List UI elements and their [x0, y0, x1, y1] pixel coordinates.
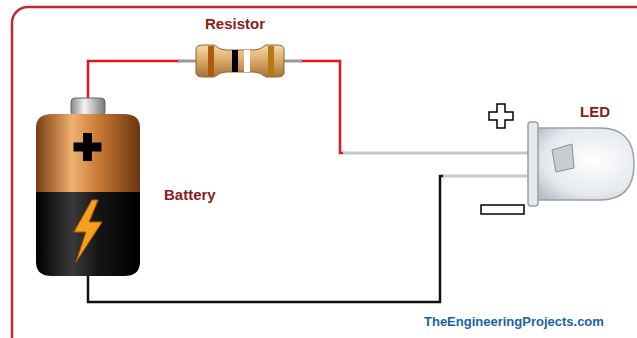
led-cathode-lead — [443, 175, 540, 178]
part-name: Battery — [164, 186, 216, 203]
negative-wire — [88, 176, 445, 302]
led-anode-lead — [343, 152, 540, 155]
frame-border — [12, 7, 637, 338]
led-symbol — [528, 122, 634, 206]
part-name: Resistor — [205, 15, 265, 32]
battery-symbol — [36, 98, 140, 276]
positive-wire — [88, 61, 180, 100]
positive-wire — [300, 61, 345, 153]
part-name: LED — [580, 103, 610, 120]
watermark: TheEngineeringProjects.com — [424, 314, 604, 329]
plus-sign — [489, 104, 513, 128]
minus-sign — [481, 205, 524, 214]
resistor-symbol — [178, 45, 302, 77]
